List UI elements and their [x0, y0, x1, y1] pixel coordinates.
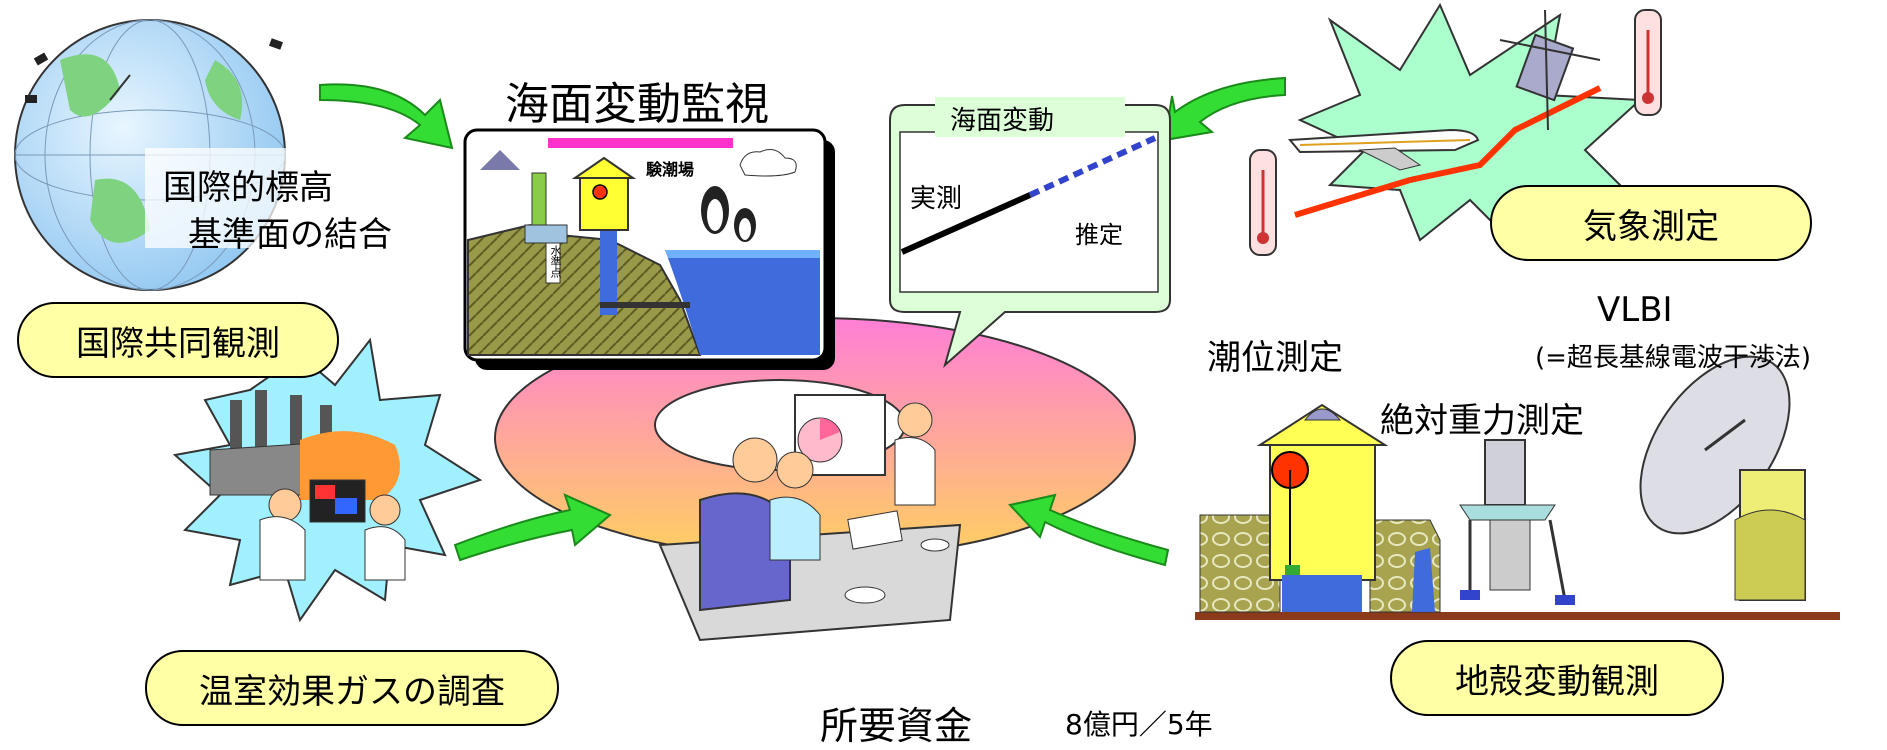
globe-illustration	[14, 19, 300, 291]
absolute-gravity-label: 絶対重力測定	[1380, 401, 1584, 441]
pill-crustal-observation: 地殻変動観測	[1390, 640, 1724, 716]
vlbi-note: (=超長基線電波干渉法)	[1535, 343, 1812, 373]
pill-weather-measurement: 気象測定	[1490, 185, 1812, 261]
globe-caption-line1: 国際的標高	[163, 168, 333, 208]
callout-estimated-label: 推定	[1075, 221, 1123, 249]
arrow-weather-to-callout	[1163, 76, 1286, 142]
funding-amount: 8億円／5年	[1065, 708, 1213, 741]
arrow-greenhouse-to-center	[453, 493, 612, 562]
globe-caption-line2: 基準面の結合	[188, 215, 392, 255]
arrow-crustal-to-center	[1008, 493, 1170, 567]
pill-international-observation: 国際共同観測	[17, 302, 339, 378]
tide-station-label: 験潮場	[646, 160, 695, 179]
pill-greenhouse-survey: 温室効果ガスの調査	[145, 650, 559, 726]
callout-title: 海面変動	[950, 106, 1055, 136]
flow-arrows	[319, 76, 1286, 567]
tide-measurement-label: 潮位測定	[1207, 338, 1343, 378]
callout-measured-label: 実測	[910, 184, 963, 214]
benchmark-label: 水準点	[549, 245, 562, 278]
sea-monitor-title: 海面変動監視	[505, 79, 769, 130]
sea-level-callout	[889, 97, 1171, 369]
meeting-illustration	[658, 394, 962, 642]
arrow-globe-to-monitor	[319, 83, 454, 150]
greenhouse-illustration	[172, 337, 483, 623]
funding-label: 所要資金	[820, 704, 973, 748]
vlbi-label: VLBI	[1597, 290, 1673, 330]
crustal-illustration	[1195, 355, 1840, 620]
sea-monitor-panel	[463, 128, 835, 370]
